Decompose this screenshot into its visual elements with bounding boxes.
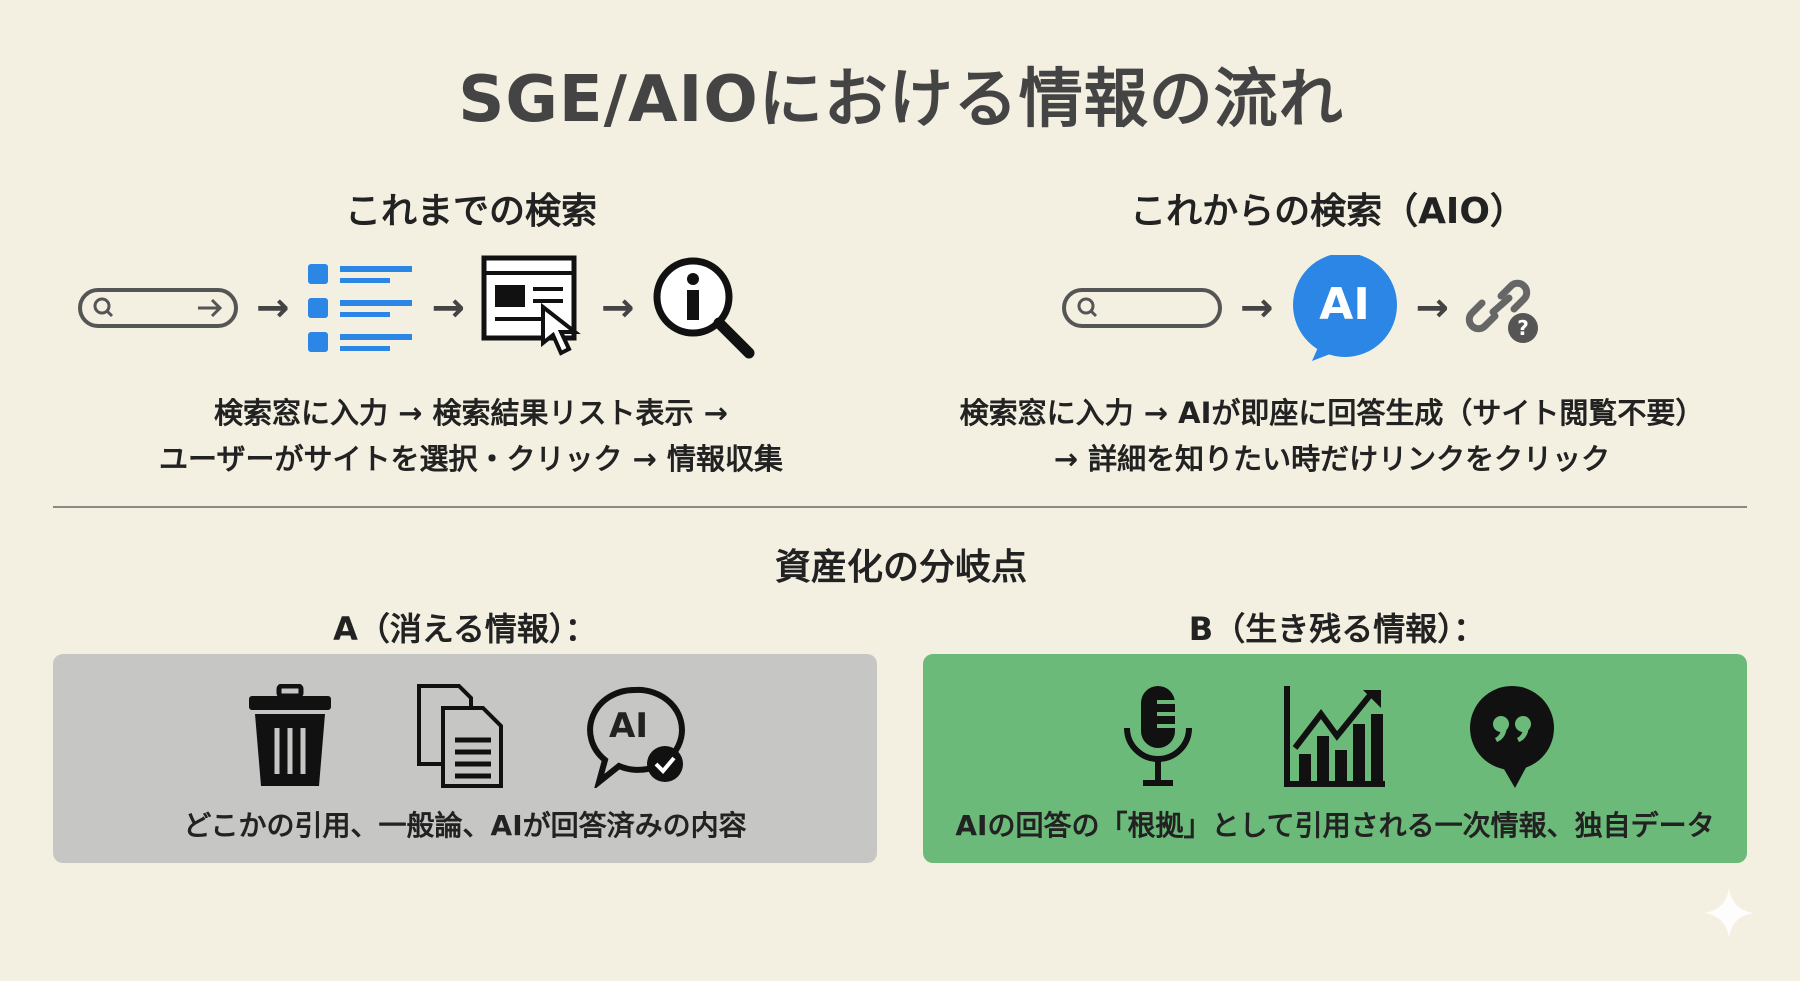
divider [53,506,1747,508]
svg-text:?: ? [1517,316,1529,340]
disappearing-info-text: どこかの引用、一般論、AIが回答済みの内容 [183,809,747,842]
arrow-icon: → [601,285,635,331]
surviving-info-panel: AIの回答の「根拠」として引用される一次情報、独自データ [923,654,1747,863]
option-a-label: A（消える情報）： [333,610,597,648]
option-b-label: B（生き残る情報）： [1188,610,1486,648]
arrow-icon: → [256,285,290,331]
arrow-icon: → [1415,285,1450,331]
old-desc-line1: 検索窓に入力 → 検索結果リスト表示 → [214,396,728,430]
ai-answered-icon: AI [585,684,685,788]
growth-chart-icon [1284,686,1385,787]
duplicate-document-icon [417,684,503,788]
old-search-flow: → → → [78,255,755,361]
old-search-heading: これまでの検索 [344,191,598,232]
search-bar-icon [1062,288,1222,328]
search-bar-icon [78,288,238,328]
microphone-icon [1124,686,1192,786]
result-list-icon [307,264,412,352]
ai-bubble-icon: AI [1290,255,1400,361]
info-search-icon [653,257,755,359]
website-click-icon [481,255,581,356]
page-title: SGE/AIOにおける情報の流れ [458,63,1344,137]
branch-heading: 資産化の分岐点 [774,547,1028,588]
new-desc-line1: 検索窓に入力 → AIが即座に回答生成（サイト閲覧不要） [959,396,1705,430]
ai-label: AI [609,706,648,746]
old-desc-line2: ユーザーがサイトを選択・クリック → 情報収集 [159,442,783,476]
surviving-info-text: AIの回答の「根拠」として引用される一次情報、独自データ [955,809,1715,842]
link-question-icon: ? [1465,279,1539,343]
arrow-icon: → [1240,285,1274,331]
new-desc-line2: → 詳細を知りたい時だけリンクをクリック [1053,442,1611,476]
disappearing-info-panel: AI どこかの引用、一般論、AIが回答済みの内容 [53,654,877,863]
new-search-flow: → AI → ? [1062,255,1545,361]
old-search-description: 検索窓に入力 → 検索結果リスト表示 → ユーザーがサイトを選択・クリック → … [159,390,783,482]
new-search-description: 検索窓に入力 → AIが即座に回答生成（サイト閲覧不要） → 詳細を知りたい時だ… [960,390,1705,482]
sparkle-icon [1704,888,1754,938]
arrow-icon: → [431,285,466,331]
new-search-heading: これからの検索（AIO） [1130,191,1526,232]
ai-label: AI [1319,279,1370,330]
quote-bubble-icon [1470,686,1554,788]
trash-icon [249,684,331,786]
